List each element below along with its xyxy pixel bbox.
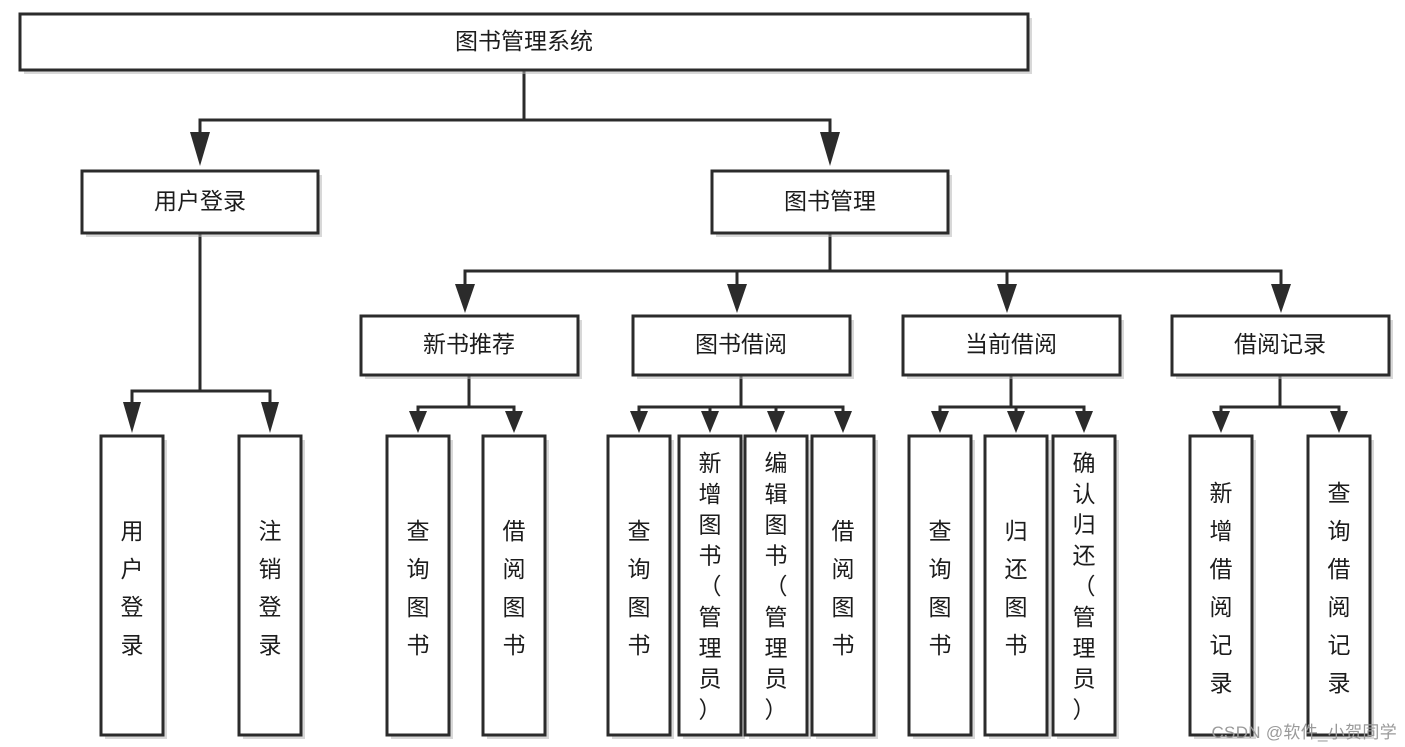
arrow-to-book-borrow xyxy=(727,284,747,313)
root-box[interactable] xyxy=(18,12,1030,72)
arrow-to-book-management xyxy=(820,132,840,166)
arrow-to-leaf-query-borrow-record xyxy=(1330,411,1348,433)
arrow-to-leaf-logout xyxy=(261,402,279,433)
user-login-label: 用户登录 xyxy=(154,188,246,214)
leaf-label: 借阅图书 xyxy=(503,518,526,658)
leaf-label: 新增图书（管理员） xyxy=(699,450,722,722)
node-user-login[interactable]: 用户登录 xyxy=(80,169,322,237)
leaf-label: 查询图书 xyxy=(407,518,430,658)
leaf-node[interactable]: 查询图书 xyxy=(606,434,674,739)
leaf-label: 新增借阅记录 xyxy=(1210,480,1233,696)
node-new-book-recommend[interactable]: 新书推荐 xyxy=(359,314,582,379)
node-book-management[interactable]: 图书管理 xyxy=(710,169,952,237)
arrow-to-leaf-edit-book-admin xyxy=(767,411,785,433)
leaf-node[interactable]: 新增图书（管理员） xyxy=(677,434,745,739)
arrow-to-leaf-borrow-book-borrow xyxy=(834,411,852,433)
leaf-node[interactable]: 注销登录 xyxy=(237,434,305,739)
leaf-label: 用户登录 xyxy=(121,518,144,658)
leaf-label: 借阅图书 xyxy=(832,518,855,658)
arrow-to-leaf-user-login xyxy=(123,402,141,433)
leaf-box[interactable] xyxy=(907,434,973,737)
leaf-label: 确认归还（管理员） xyxy=(1073,450,1096,722)
arrow-to-leaf-query-book-new xyxy=(409,411,427,433)
leaf-box[interactable] xyxy=(1306,434,1372,737)
node-root[interactable]: 图书管理系统 xyxy=(18,12,1032,74)
arrow-to-leaf-confirm-return-admin xyxy=(1075,411,1093,433)
leaf-box[interactable] xyxy=(743,434,809,737)
leaf-label: 归还图书 xyxy=(1005,518,1028,658)
leaf-label: 注销登录 xyxy=(259,518,282,658)
leaf-label: 查询借阅记录 xyxy=(1328,480,1351,696)
nodes-layer: 图书管理系统 用户登录 图书管理 新书推荐 xyxy=(18,12,1393,739)
leaf-node[interactable]: 确认归还（管理员） xyxy=(1051,434,1119,739)
leaf-node[interactable]: 查询借阅记录 xyxy=(1306,434,1374,739)
leaf-node[interactable]: 查询图书 xyxy=(385,434,453,739)
leaf-box[interactable] xyxy=(810,434,876,737)
current-borrow-label: 当前借阅 xyxy=(965,331,1057,357)
book-management-box[interactable] xyxy=(710,169,950,235)
node-borrow-record[interactable]: 借阅记录 xyxy=(1170,314,1393,379)
leaf-node[interactable]: 新增借阅记录 xyxy=(1188,434,1256,739)
leaf-box[interactable] xyxy=(385,434,451,737)
edges-layer xyxy=(123,68,1348,433)
leaf-box[interactable] xyxy=(677,434,743,737)
arrow-to-user-login xyxy=(190,132,210,166)
arrow-to-leaf-query-book-current xyxy=(931,411,949,433)
leaf-node[interactable]: 借阅图书 xyxy=(810,434,878,739)
user-login-box[interactable] xyxy=(80,169,320,235)
arrow-to-leaf-borrow-book-new xyxy=(505,411,523,433)
leaf-node[interactable]: 用户登录 xyxy=(99,434,167,739)
leaf-box[interactable] xyxy=(99,434,165,737)
current-borrow-box[interactable] xyxy=(901,314,1122,377)
leaf-node[interactable]: 编辑图书（管理员） xyxy=(743,434,811,739)
book-borrow-label: 图书借阅 xyxy=(695,331,787,357)
leaf-label: 编辑图书（管理员） xyxy=(765,450,788,722)
node-book-borrow[interactable]: 图书借阅 xyxy=(631,314,854,379)
new-book-recommend-box[interactable] xyxy=(359,314,580,377)
leaf-node[interactable]: 借阅图书 xyxy=(481,434,549,739)
borrow-record-box[interactable] xyxy=(1170,314,1391,377)
leaf-box[interactable] xyxy=(1188,434,1254,737)
leaf-box[interactable] xyxy=(983,434,1049,737)
root-label: 图书管理系统 xyxy=(455,28,593,54)
arrow-to-leaf-add-book-admin xyxy=(701,411,719,433)
arrow-to-borrow-record xyxy=(1271,284,1291,313)
arrow-to-leaf-query-book-borrow xyxy=(630,411,648,433)
leaf-box[interactable] xyxy=(481,434,547,737)
arrow-to-new-book-recommend xyxy=(455,284,475,313)
leaf-label: 查询图书 xyxy=(929,518,952,658)
leaf-box[interactable] xyxy=(1051,434,1117,737)
leaf-box[interactable] xyxy=(237,434,303,737)
book-borrow-box[interactable] xyxy=(631,314,852,377)
arrow-to-leaf-return-book xyxy=(1007,411,1025,433)
book-management-label: 图书管理 xyxy=(784,188,876,214)
new-book-recommend-label: 新书推荐 xyxy=(423,331,515,357)
arrow-to-current-borrow xyxy=(997,284,1017,313)
leaf-node[interactable]: 查询图书 xyxy=(907,434,975,739)
borrow-record-label: 借阅记录 xyxy=(1234,331,1326,357)
arrow-to-leaf-add-borrow-record xyxy=(1212,411,1230,433)
leaf-label: 查询图书 xyxy=(628,518,651,658)
leaf-node[interactable]: 归还图书 xyxy=(983,434,1051,739)
node-current-borrow[interactable]: 当前借阅 xyxy=(901,314,1124,379)
leaf-box[interactable] xyxy=(606,434,672,737)
